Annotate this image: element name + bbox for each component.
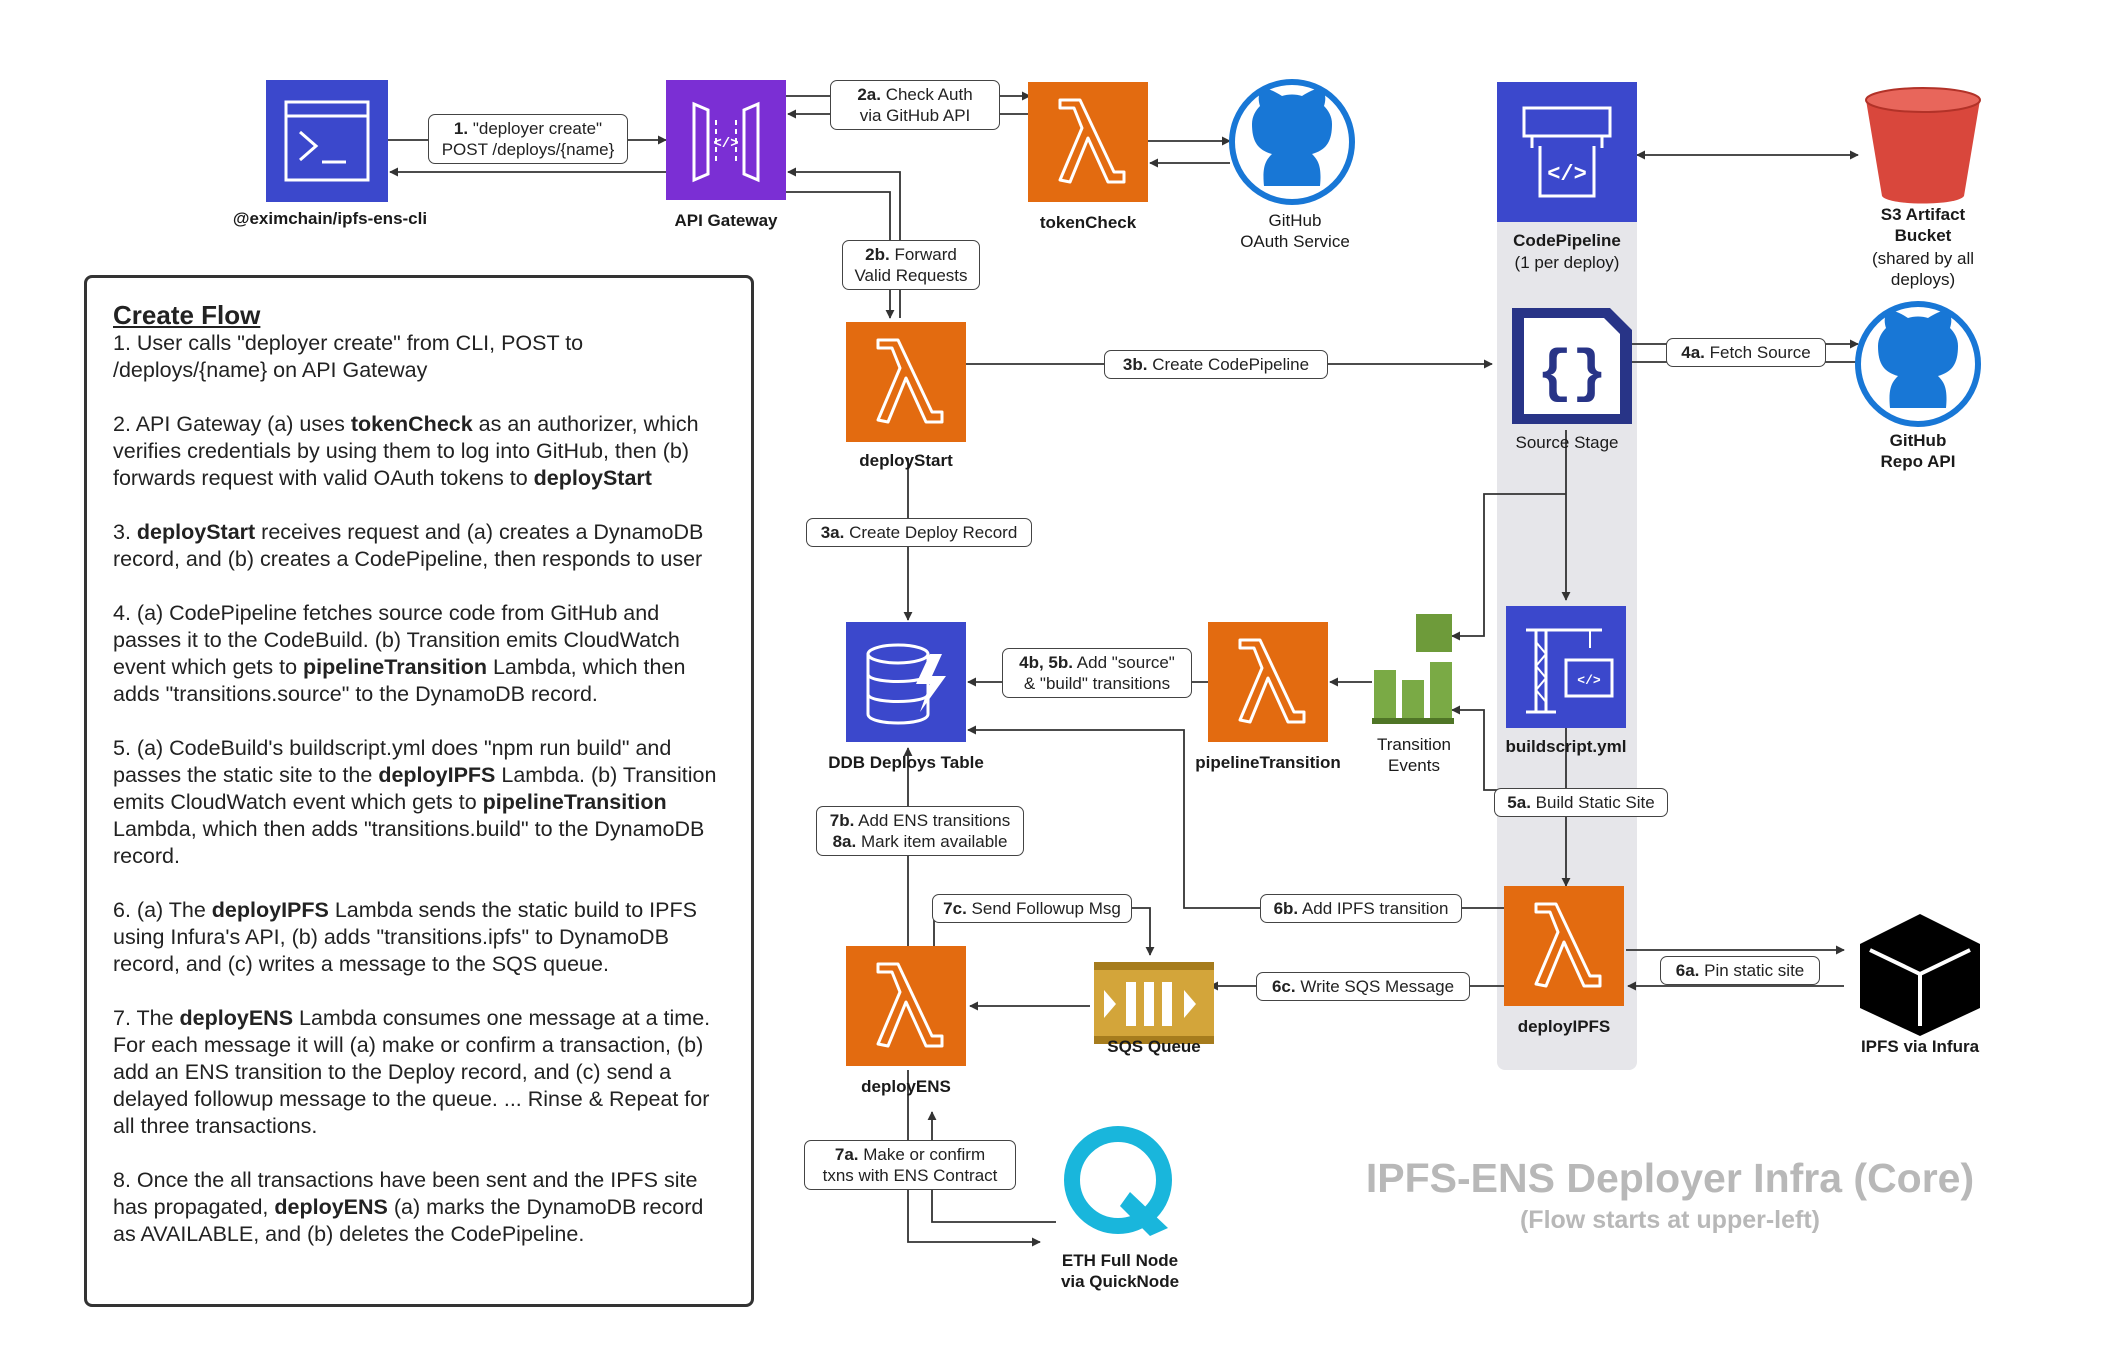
svg-text:</>: </> xyxy=(713,136,738,152)
create-flow-bold-term: deployStart xyxy=(136,520,256,544)
terminal-icon xyxy=(266,80,388,202)
ddb-table-label: DDB Deploys Table xyxy=(828,753,984,772)
edge-label-6b: 6b. Add IPFS transition xyxy=(1260,894,1462,923)
github-oauth-label: GitHub OAuth Service xyxy=(1240,211,1350,251)
edge-label-2a: 2a. Check Auth via GitHub API xyxy=(830,80,1000,130)
cube-icon xyxy=(1860,914,1980,1036)
cli-label: @eximchain/ipfs-ens-cli xyxy=(232,209,428,228)
edge-label-1: 1. "deployer create" POST /deploys/{name… xyxy=(428,114,628,164)
create-flow-step: 5. (a) CodeBuild's buildscript.yml does … xyxy=(113,735,725,870)
codepipeline-label: CodePipeline xyxy=(1513,231,1621,250)
sqs-queue-icon xyxy=(1094,962,1214,1044)
deploy-ens-label: deployENS xyxy=(861,1077,951,1096)
create-flow-step: 6. (a) The deployIPFS Lambda sends the s… xyxy=(113,897,725,978)
create-flow-text: Lambda consumes one message at a time. F… xyxy=(113,1006,711,1138)
token-check-label: tokenCheck xyxy=(1039,213,1137,232)
create-flow-bold-term: deployIPFS xyxy=(378,763,496,787)
svg-text:</>: </> xyxy=(1577,673,1601,688)
create-flow-panel: Create Flow 1. User calls "deployer crea… xyxy=(84,275,754,1307)
create-flow-bold-term: deployENS xyxy=(179,1006,294,1030)
create-flow-step: 3. deployStart receives request and (a) … xyxy=(113,519,725,573)
lambda-icon xyxy=(1504,886,1624,1006)
svg-text:{}: {} xyxy=(1537,343,1607,408)
eth-node-label: ETH Full Node via QuickNode xyxy=(1060,1251,1180,1291)
edge-source-events xyxy=(1451,493,1566,641)
edge-label-3a: 3a. Create Deploy Record xyxy=(806,518,1032,547)
create-flow-bold-term: deployIPFS xyxy=(211,898,329,922)
create-flow-text: Lambda sends the static build to IPFS us… xyxy=(113,898,697,976)
lambda-icon xyxy=(1028,82,1148,202)
create-flow-bold-term: deployENS xyxy=(274,1195,388,1219)
create-flow-text: receives request and (a) creates a Dynam… xyxy=(113,520,704,571)
s3-bucket-label: S3 Artifact Bucket xyxy=(1880,205,1966,245)
create-flow-text: Lambda, which then adds "transitions.bui… xyxy=(113,817,705,868)
create-flow-bold-term: deployStart xyxy=(533,466,652,490)
create-flow-bold-term: tokenCheck xyxy=(350,412,473,436)
github-icon xyxy=(1229,79,1355,205)
create-flow-bold-term: pipelineTransition xyxy=(303,655,487,679)
edge-label-7c: 7c. Send Followup Msg xyxy=(932,894,1132,923)
create-flow-text: 2. API Gateway (a) uses xyxy=(113,412,351,436)
edge-7a-forward xyxy=(907,1070,1041,1247)
edge-label-6c: 6c. Write SQS Message xyxy=(1256,972,1470,1001)
create-flow-text: 5. (a) CodeBuild's buildscript.yml does … xyxy=(113,736,672,787)
create-flow-steps: 1. User calls "deployer create" from CLI… xyxy=(113,330,725,1248)
dynamodb-icon xyxy=(846,622,966,742)
edge-label-5a: 5a. Build Static Site xyxy=(1494,788,1668,817)
create-flow-step: 4. (a) CodePipeline fetches source code … xyxy=(113,600,725,708)
api-gateway-icon: </> xyxy=(666,80,786,200)
source-file-icon: {} xyxy=(1512,308,1632,424)
create-flow-text: 1. User calls "deployer create" from CLI… xyxy=(113,331,584,382)
github-repo-label: GitHub Repo API xyxy=(1880,431,1956,471)
cloudwatch-events-icon xyxy=(1372,614,1454,724)
lambda-icon xyxy=(846,322,966,442)
create-flow-text: 6. (a) The xyxy=(113,898,212,922)
create-flow-text: Lambda. (b) Transition emits CloudWatch … xyxy=(113,763,717,814)
ipfs-infura-label: IPFS via Infura xyxy=(1860,1037,1980,1056)
edge-label-6a: 6a. Pin static site xyxy=(1660,956,1820,985)
diagram-subtitle: (Flow starts at upper-left) xyxy=(1519,1206,1820,1234)
edge-label-3b: 3b. Create CodePipeline xyxy=(1104,350,1328,379)
s3-bucket-icon xyxy=(1865,87,1981,204)
deploy-start-label: deployStart xyxy=(859,451,953,470)
s3-bucket-sublabel: (shared by all deploys) xyxy=(1871,249,1975,289)
edge-label-4a: 4a. Fetch Source xyxy=(1666,338,1826,367)
create-flow-step: 8. Once the all transactions have been s… xyxy=(113,1167,725,1248)
create-flow-text: 7. The xyxy=(113,1006,180,1030)
transition-events-label: Transition Events xyxy=(1376,735,1451,775)
create-flow-text: Lambda, which then adds "transitions.sou… xyxy=(113,655,686,706)
create-flow-bold-term: pipelineTransition xyxy=(482,790,667,814)
codepipeline-sublabel: (1 per deploy) xyxy=(1514,253,1620,272)
edge-label-4b5b: 4b, 5b. Add "source" & "build" transitio… xyxy=(1002,648,1192,698)
sqs-queue-label: SQS Queue xyxy=(1107,1037,1201,1056)
lambda-icon xyxy=(846,946,966,1066)
create-flow-title: Create Flow xyxy=(113,300,261,330)
edge-label-2b: 2b. Forward Valid Requests xyxy=(842,240,980,290)
deploy-ipfs-label: deployIPFS xyxy=(1517,1017,1611,1036)
buildscript-label: buildscript.yml xyxy=(1505,737,1627,756)
create-flow-text: 3. xyxy=(113,520,137,544)
create-flow-text: 8. Once the all transactions have been s… xyxy=(113,1168,698,1219)
github-icon xyxy=(1855,301,1981,427)
create-flow-text: 4. (a) CodePipeline fetches source code … xyxy=(113,601,680,679)
create-flow-text: as an authorizer, which verifies credent… xyxy=(113,412,699,490)
pipeline-transition-label: pipelineTransition xyxy=(1195,753,1341,772)
codepipeline-icon: </> xyxy=(1497,82,1637,222)
lambda-icon xyxy=(1208,622,1328,742)
codebuild-icon: </> xyxy=(1506,606,1626,728)
create-flow-text: (a) marks the DynamoDB record as AVAILAB… xyxy=(113,1195,704,1246)
create-flow-step: 1. User calls "deployer create" from CLI… xyxy=(113,330,725,384)
edge-label-7a: 7a. Make or confirm txns with ENS Contra… xyxy=(804,1140,1016,1190)
svg-text:</>: </> xyxy=(1547,162,1587,187)
quicknode-icon xyxy=(1064,1126,1172,1236)
create-flow-step: 2. API Gateway (a) uses tokenCheck as an… xyxy=(113,411,725,492)
create-flow-step: 7. The deployENS Lambda consumes one mes… xyxy=(113,1005,725,1140)
source-stage-label: Source Stage xyxy=(1515,433,1619,452)
diagram-title: IPFS-ENS Deployer Infra (Core) xyxy=(1365,1155,1975,1201)
api-gateway-label: API Gateway xyxy=(674,211,778,230)
